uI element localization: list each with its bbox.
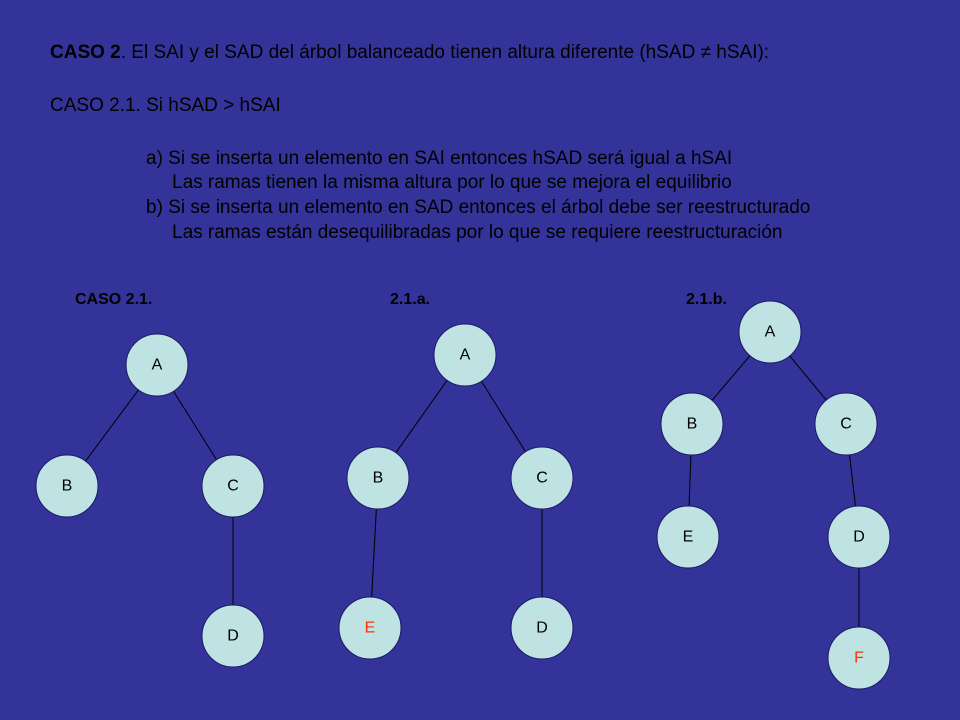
node-label-E: E [365, 620, 376, 637]
node-D: D [827, 505, 891, 569]
node-circle-E [656, 505, 720, 569]
edge-A-B [711, 355, 751, 401]
edge-C-D [849, 454, 856, 507]
node-circle-C [814, 392, 878, 456]
edge-A-C [481, 381, 526, 452]
subheading-caso-2-1: CASO 2.1. Si hSAD > hSAI [50, 95, 281, 116]
edge-A-C [789, 355, 827, 401]
node-label-C: C [536, 470, 548, 487]
edge-A-B [395, 380, 448, 453]
node-label-C: C [227, 478, 239, 495]
node-label-C: C [840, 416, 852, 433]
tree-label-caso-2-1: CASO 2.1. [75, 291, 153, 308]
node-label-D: D [536, 620, 548, 637]
edge-B-E [371, 508, 377, 598]
node-circle-A [125, 333, 189, 397]
node-label-B: B [687, 416, 698, 433]
tree-label-2-1-b: 2.1.b. [686, 291, 727, 308]
heading-caso-2-bold: CASO 2 [50, 42, 121, 63]
node-label-F: F [854, 650, 864, 667]
node-D: D [201, 604, 265, 668]
node-label-E: E [683, 529, 694, 546]
node-circle-A [433, 323, 497, 387]
tree-2-1-b: A B C E D F [656, 300, 891, 690]
node-circle-B [346, 446, 410, 510]
node-label-D: D [227, 628, 239, 645]
node-circle-D [510, 596, 574, 660]
node-A: A [433, 323, 497, 387]
node-C: C [201, 454, 265, 518]
edge-A-B [85, 389, 139, 462]
case-b-text: b) Si se inserta un elemento en SAD ento… [146, 197, 811, 218]
node-circle-A [738, 300, 802, 364]
node-label-D: D [853, 529, 865, 546]
node-B: B [35, 454, 99, 518]
node-label-B: B [373, 470, 384, 487]
case-a-text: a) Si se inserta un elemento en SAI ento… [146, 148, 733, 169]
node-label-A: A [765, 324, 776, 341]
edge-B-E [688, 454, 692, 507]
node-A: A [738, 300, 802, 364]
node-F: F [827, 626, 891, 690]
node-A: A [125, 333, 189, 397]
node-E: E [338, 596, 402, 660]
node-C: C [814, 392, 878, 456]
node-circle-F [827, 626, 891, 690]
tree-label-2-1-a: 2.1.a. [390, 291, 431, 308]
node-B: B [346, 446, 410, 510]
tree-2-1-a: A B C E D [338, 323, 574, 660]
node-label-B: B [62, 478, 73, 495]
node-circle-C [201, 454, 265, 518]
node-circle-D [201, 604, 265, 668]
tree-caso-2-1: A B C D [35, 333, 265, 668]
node-circle-B [35, 454, 99, 518]
node-B: B [660, 392, 724, 456]
node-circle-C [510, 446, 574, 510]
node-C: C [510, 446, 574, 510]
node-circle-E [338, 596, 402, 660]
node-label-A: A [460, 347, 471, 364]
heading-caso-2-rest: . El SAI y el SAD del árbol balanceado t… [120, 42, 770, 63]
node-E: E [656, 505, 720, 569]
heading-caso-2: CASO 2. El SAI y el SAD del árbol balanc… [50, 42, 769, 64]
node-D: D [510, 596, 574, 660]
case-a-explanation: Las ramas tienen la misma altura por lo … [172, 172, 732, 193]
edge-A-C [173, 390, 217, 461]
case-b-explanation: Las ramas están desequilibradas por lo q… [172, 222, 783, 243]
node-circle-B [660, 392, 724, 456]
node-label-A: A [152, 357, 163, 374]
node-circle-D [827, 505, 891, 569]
